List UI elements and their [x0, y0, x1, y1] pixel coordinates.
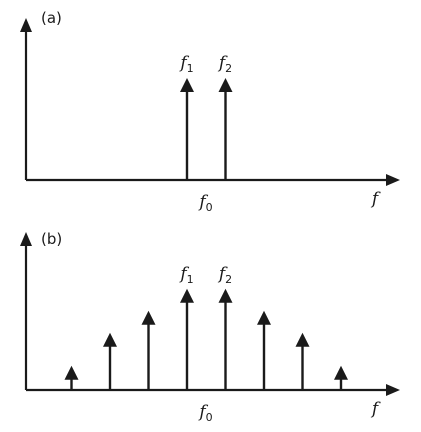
- spectral-line-arrow-icon: [180, 288, 194, 303]
- center-frequency-label: f0: [197, 192, 212, 214]
- line-label-base: f: [217, 264, 228, 284]
- vertical-axis-arrow-icon: [20, 232, 32, 246]
- spectral-line: [180, 288, 194, 390]
- vertical-axis-arrow-icon: [20, 18, 32, 32]
- spectral-line: [103, 332, 117, 390]
- frequency-axis-arrow-icon: [386, 384, 400, 396]
- line-label: f2: [217, 264, 232, 286]
- axis-label: f: [370, 189, 381, 209]
- line-label: f1: [178, 53, 193, 75]
- frequency-axis-arrow-icon: [386, 174, 400, 186]
- line-label-sub: 1: [187, 273, 194, 286]
- spectral-line-arrow-icon: [180, 78, 194, 92]
- spectral-line: [218, 288, 233, 390]
- spectral-line: [218, 78, 233, 180]
- line-label-sub: 2: [225, 62, 232, 75]
- spectral-line-arrow-icon: [295, 332, 310, 347]
- axis-label: f: [370, 399, 381, 419]
- center-frequency-label-sub: 0: [206, 201, 213, 214]
- spectral-line: [334, 365, 348, 390]
- line-label: f1: [178, 264, 193, 286]
- spectral-line-arrow-icon: [218, 78, 233, 92]
- spectral-line-arrow-icon: [257, 310, 271, 325]
- spectral-line-arrow-icon: [218, 288, 233, 303]
- spectral-line: [257, 310, 271, 390]
- panel-label: (b): [41, 230, 62, 248]
- line-label-sub: 2: [225, 273, 232, 286]
- center-frequency-label-base: f: [197, 192, 208, 212]
- panel-label: (a): [41, 9, 62, 27]
- spectral-line-arrow-icon: [141, 310, 156, 325]
- center-frequency-label: f0: [197, 402, 212, 424]
- spectral-line: [180, 78, 194, 180]
- spectral-line: [141, 310, 156, 390]
- spectral-line-arrow-icon: [64, 365, 79, 380]
- line-label-base: f: [178, 53, 189, 73]
- spectral-line-arrow-icon: [334, 365, 348, 380]
- line-label-base: f: [217, 53, 228, 73]
- line-label: f2: [217, 53, 232, 75]
- line-label-base: f: [178, 264, 189, 284]
- spectral-line: [295, 332, 310, 390]
- spectral-line-arrow-icon: [103, 332, 117, 347]
- center-frequency-label-base: f: [197, 402, 208, 422]
- center-frequency-label-sub: 0: [206, 411, 213, 424]
- line-label-sub: 1: [187, 62, 194, 75]
- spectral-line: [64, 365, 79, 390]
